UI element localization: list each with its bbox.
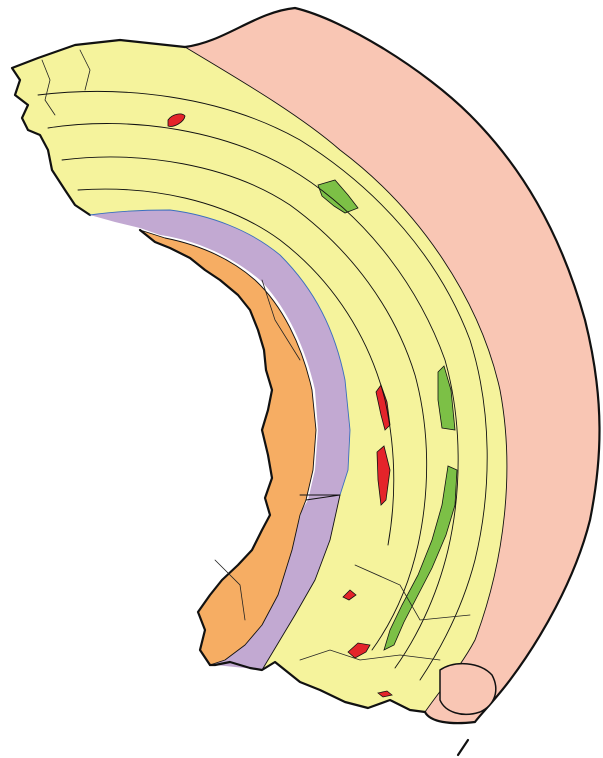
growth-ring-line — [37, 91, 488, 681]
crack-line — [79, 49, 91, 91]
growth-ring-line — [77, 188, 395, 546]
crack-line — [214, 559, 246, 621]
main-body-layer — [12, 40, 507, 712]
green-inclusion — [437, 365, 456, 431]
crack-line — [261, 279, 301, 361]
lining-body-boundary — [89, 209, 351, 496]
outer-boundary — [183, 6, 601, 725]
growth-ring-line — [61, 156, 428, 651]
lining-edge-boundary — [139, 229, 317, 666]
tick-mark — [456, 738, 470, 757]
green-inclusion — [317, 179, 359, 214]
fragment-bottom-boundary — [208, 660, 427, 714]
growth-ring-line — [47, 123, 459, 669]
crack-line — [41, 59, 56, 116]
inner-boundary — [138, 228, 274, 667]
red-inclusion — [342, 589, 357, 601]
inner-edge-layer — [140, 230, 316, 665]
lining-lower-boundary — [261, 494, 341, 671]
lining-step — [299, 494, 341, 501]
fragment-left-boundary — [10, 38, 187, 217]
red-inclusion — [377, 690, 393, 698]
green-inclusion — [383, 465, 458, 651]
crack-line — [354, 564, 471, 621]
red-inclusion — [167, 113, 186, 127]
crack-line — [299, 649, 441, 661]
rind-body-boundary — [184, 46, 508, 713]
red-inclusion — [347, 642, 371, 659]
red-inclusion — [376, 445, 391, 506]
outer-rind-layer — [185, 8, 600, 724]
round-lump — [439, 663, 497, 716]
